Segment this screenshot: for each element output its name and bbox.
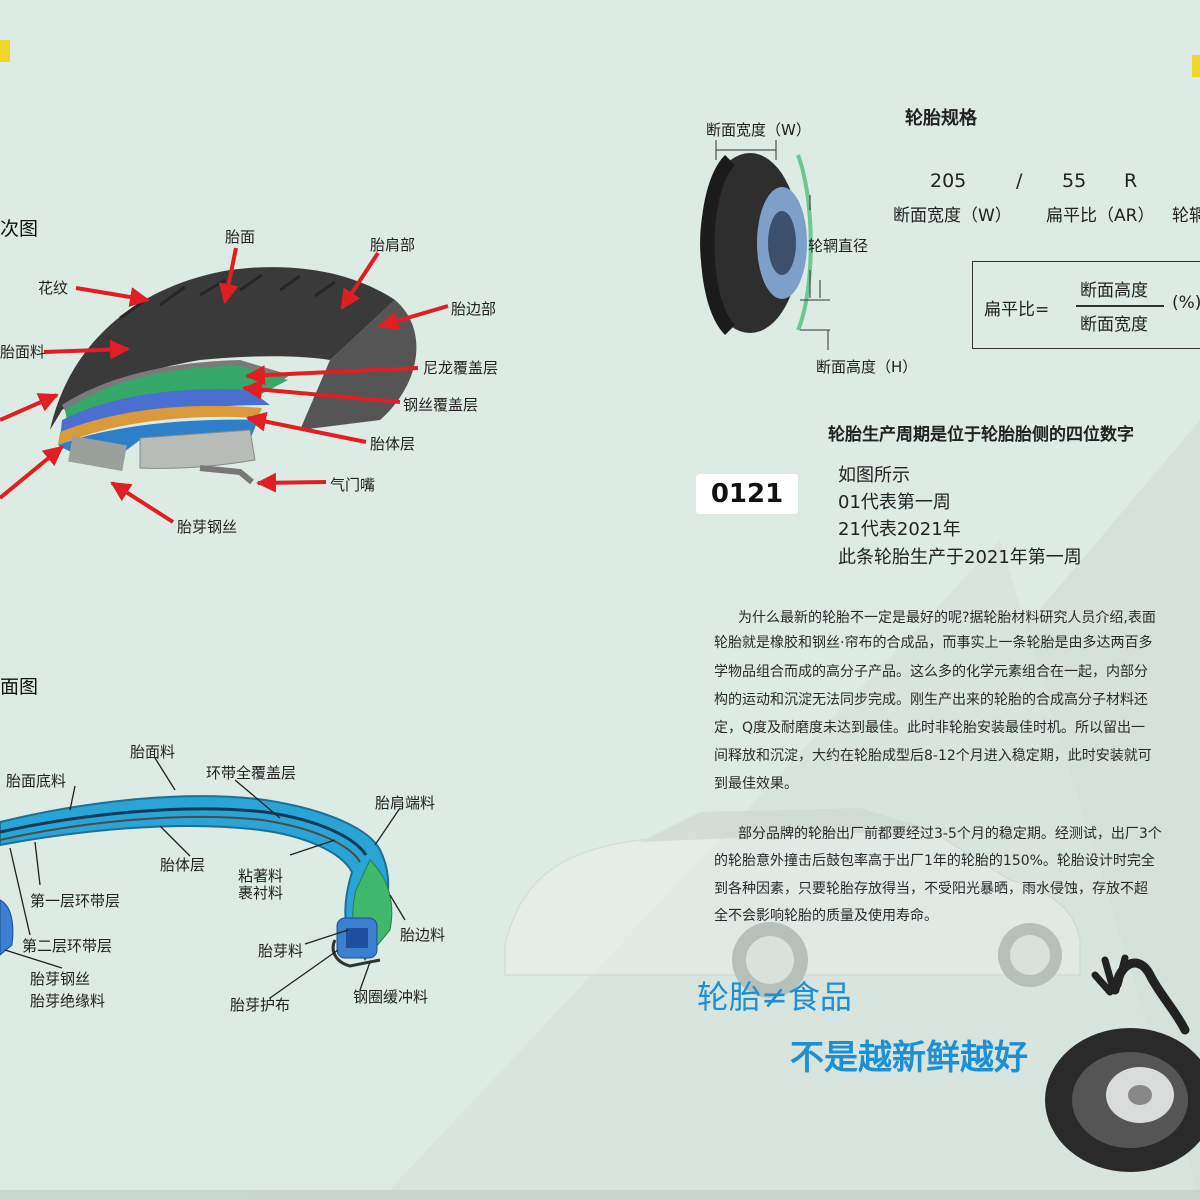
paragraph1-line: 构的运动和沉淀无法同步完成。刚生产出来的轮胎的合成高分子材料还 <box>714 692 1148 708</box>
label-nylon-cap: 尼龙覆盖层 <box>423 359 499 377</box>
cs-label-carcass: 胎体层 <box>160 856 206 874</box>
tire-cross-section <box>0 795 393 968</box>
cs-label-rim-cushion: 钢圈缓冲料 <box>353 988 429 1006</box>
cs-label-belt-1: 第一层环带层 <box>30 892 121 910</box>
label-carcass: 胎体层 <box>370 435 416 453</box>
slogan-line-2: 不是越新鲜越好 <box>790 1038 1028 1078</box>
label-valve: 气门嘴 <box>330 476 376 494</box>
tire-cutaway <box>50 267 417 485</box>
logo-mark-left <box>0 40 10 62</box>
spec-value-r: R <box>1124 170 1138 192</box>
date-line: 如图所示 <box>838 465 910 486</box>
cs-label-full-cap: 环带全覆盖层 <box>206 764 297 782</box>
paragraph1-line: 轮胎就是橡胶和钢丝·帘布的合成品，而事实上一条轮胎是由多达两百多 <box>714 635 1153 651</box>
spec-width-label: 断面宽度（W） <box>706 121 811 139</box>
cs-label-belt-2: 第二层环带层 <box>22 937 113 955</box>
label-pattern: 花纹 <box>38 279 69 297</box>
cs-label-chafer: 胎芽护布 <box>230 996 291 1014</box>
cs-label-bead-filler: 胎芽料 <box>258 942 304 960</box>
cs-label-bead-insulation: 胎芽绝缘料 <box>30 992 106 1010</box>
label-sidewall: 胎边部 <box>451 300 497 318</box>
label-steel-belt: 钢丝覆盖层 <box>403 396 479 414</box>
cs-label-tread: 胎面料 <box>130 743 176 761</box>
date-line: 01代表第一周 <box>838 492 951 513</box>
cs-label-adhesive-2: 裹衬料 <box>238 884 284 902</box>
spec-caption-ratio: 扁平比（AR） <box>1046 206 1155 226</box>
paragraph1-line: 学物品组合而成的高分子产品。这么多的化学元素组合在一起，内部分 <box>714 664 1148 680</box>
car-photo <box>504 808 1081 998</box>
spec-tire-figure <box>700 140 830 350</box>
paragraph2-line: 到各种因素，只要轮胎存放得当，不受阳光暴晒，雨水侵蚀，存放不超 <box>714 881 1148 897</box>
formula-denominator: 断面宽度 <box>1080 315 1148 335</box>
spec-height-label: 断面高度（H） <box>816 358 918 376</box>
paragraph2-line: 部分品牌的轮胎出厂前都要经过3-5个月的稳定期。经测试，出厂3个 <box>738 826 1162 842</box>
spec-caption-rim: 轮辋 <box>1172 206 1200 226</box>
paragraph1-line: 为什么最新的轮胎不一定是最好的呢?据轮胎材料研究人员介绍,表面 <box>738 610 1156 626</box>
tire-mascot <box>1045 954 1200 1172</box>
cross-section-title: 面图 <box>0 676 39 698</box>
formula-unit: (%) <box>1172 293 1200 313</box>
cross-section-leader-lines <box>4 757 406 999</box>
paragraph2-line: 全不会影响轮胎的质量及使用寿命。 <box>714 908 938 924</box>
cs-label-adhesive-1: 粘著料 <box>238 867 284 885</box>
logo-mark-right <box>1192 55 1200 77</box>
label-tread-face: 胎面 <box>225 228 256 246</box>
label-tread-compound: 胎面料 <box>0 343 46 361</box>
aspect-ratio-formula-box <box>972 261 1200 349</box>
date-code-box: 0121 <box>696 474 798 514</box>
slogan-line-1: 轮胎≠食品 <box>697 978 852 1016</box>
cs-label-bead-wire: 胎芽钢丝 <box>30 970 91 988</box>
spec-value-slash: / <box>1016 170 1023 192</box>
cs-label-sidewall: 胎边料 <box>400 926 446 944</box>
label-bead-wire: 胎芽钢丝 <box>177 518 238 536</box>
cs-label-tread-base: 胎面底料 <box>6 772 67 790</box>
formula-fraction-line <box>1076 305 1164 307</box>
spec-caption-width: 断面宽度（W） <box>893 206 1012 226</box>
spec-value-ratio: 55 <box>1062 170 1087 192</box>
paragraph2-line: 的轮胎意外撞击后鼓包率高于出厂1年的轮胎的150%。轮胎设计时完全 <box>714 853 1155 869</box>
date-line: 此条轮胎生产于2021年第一周 <box>838 547 1082 568</box>
date-line: 21代表2021年 <box>838 519 961 540</box>
formula-lhs: 扁平比= <box>984 300 1050 320</box>
spec-value-width: 205 <box>930 170 967 192</box>
label-shoulder: 胎肩部 <box>370 236 416 254</box>
date-heading: 轮胎生产周期是位于轮胎胎侧的四位数字 <box>828 425 1134 445</box>
spec-title: 轮胎规格 <box>905 108 977 129</box>
formula-numerator: 断面高度 <box>1080 281 1148 301</box>
paragraph1-line: 定，Q度及耐磨度未达到最佳。此时非轮胎安装最佳时机。所以留出一 <box>714 720 1146 736</box>
cutaway-arrows <box>0 247 449 524</box>
paragraph1-line: 到最佳效果。 <box>714 776 798 792</box>
structure-title: 次图 <box>0 218 39 240</box>
spec-rim-label: 轮辋直径 <box>808 237 869 255</box>
paragraph1-line: 间释放和沉淀，大约在轮胎成型后8-12个月进入稳定期，此时安装就可 <box>714 748 1152 764</box>
cs-label-shoulder-end: 胎肩端料 <box>375 794 436 812</box>
